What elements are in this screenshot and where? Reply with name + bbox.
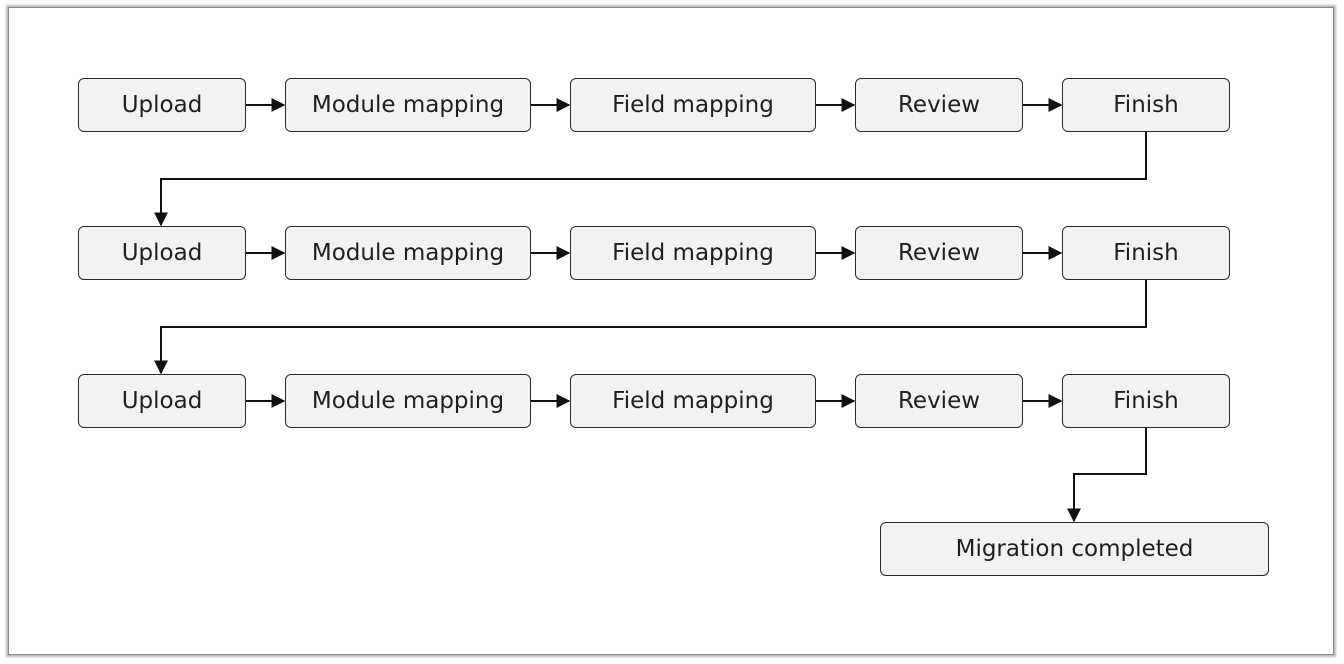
wrap-arrow-2 xyxy=(154,280,1147,375)
row1-module-mapping-step: Module mapping xyxy=(285,78,531,132)
row3-finish-step: Finish xyxy=(1062,374,1230,428)
row2-review-step: Review xyxy=(855,226,1023,280)
row2-upload-step: Upload xyxy=(78,226,246,280)
row3-module-mapping-step: Module mapping xyxy=(285,374,531,428)
row2-module-mapping-step: Module mapping xyxy=(285,226,531,280)
wrap-arrow-1 xyxy=(154,132,1147,227)
row1-field-mapping-step: Field mapping xyxy=(570,78,816,132)
row3-review-step: Review xyxy=(855,374,1023,428)
row1-finish-step: Finish xyxy=(1062,78,1230,132)
migration-completed-node: Migration completed xyxy=(880,522,1269,576)
row3-upload-step: Upload xyxy=(78,374,246,428)
row1-review-step: Review xyxy=(855,78,1023,132)
row2-finish-step: Finish xyxy=(1062,226,1230,280)
row3-field-mapping-step: Field mapping xyxy=(570,374,816,428)
final-arrow xyxy=(1067,428,1147,523)
row2-field-mapping-step: Field mapping xyxy=(570,226,816,280)
row1-upload-step: Upload xyxy=(78,78,246,132)
